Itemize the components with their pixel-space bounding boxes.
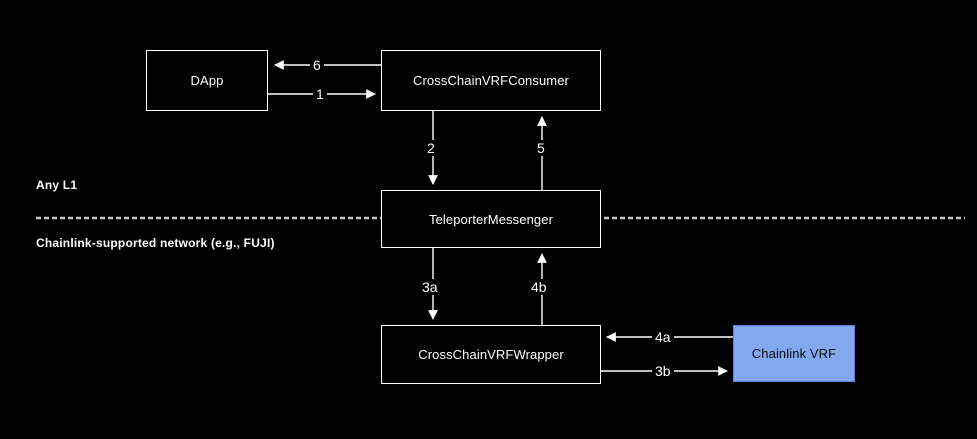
node-crosschainvrfwrapper[interactable]: CrossChainVRFWrapper (381, 325, 601, 384)
edge-label-2: 2 (424, 140, 438, 156)
edge-label-4b: 4b (528, 279, 550, 295)
edge-label-1: 1 (313, 86, 327, 102)
zone-label-any-l1: Any L1 (36, 178, 78, 192)
node-teleportermessenger[interactable]: TeleporterMessenger (381, 190, 601, 248)
node-chainlink-vrf[interactable]: Chainlink VRF (733, 325, 855, 382)
edge-label-3b: 3b (652, 363, 674, 379)
edge-label-6: 6 (310, 57, 324, 73)
node-dapp[interactable]: DApp (146, 50, 268, 111)
edge-label-4a: 4a (652, 329, 674, 345)
edge-label-5: 5 (534, 140, 548, 156)
edge-label-3a: 3a (419, 279, 441, 295)
node-crosschainvrfconsumer[interactable]: CrossChainVRFConsumer (381, 50, 601, 111)
zone-label-chainlink-network: Chainlink-supported network (e.g., FUJI) (36, 236, 275, 250)
